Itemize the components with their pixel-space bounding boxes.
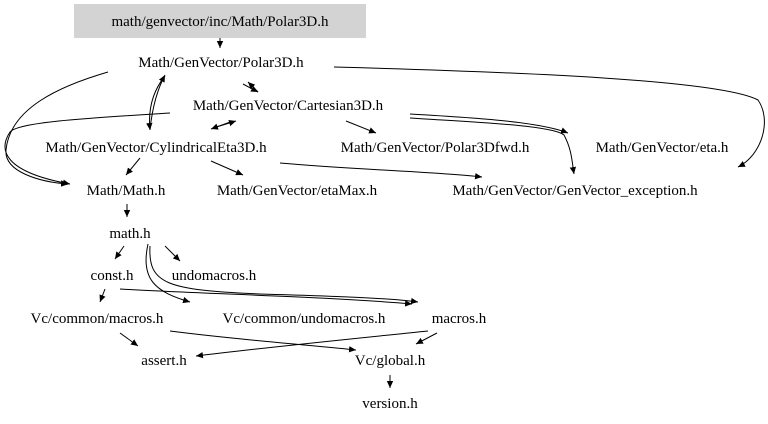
edge-cyleta3d-to-mathmath — [125, 157, 141, 176]
edge-mathh-to-undomacros — [164, 245, 181, 262]
node-layer: math/genvector/inc/Math/Polar3D.h Math/G… — [31, 4, 729, 412]
edge-cyleta3d-to-gvexception — [279, 162, 483, 180]
node-polar3dfwd[interactable]: Math/GenVector/Polar3Dfwd.h — [341, 140, 530, 156]
node-vc-common-macros[interactable]: Vc/common/macros.h — [31, 311, 164, 327]
edge-consth-to-vcmacros — [99, 288, 106, 303]
edge-consth-to-macros — [119, 288, 413, 307]
root-node-highlight — [74, 4, 366, 38]
node-macros-h[interactable]: macros.h — [432, 311, 487, 327]
edge-polar3d-to-eta — [333, 66, 765, 168]
edge-layer — [4, 38, 765, 388]
node-version-h[interactable]: version.h — [362, 396, 418, 412]
node-label: math/genvector/inc/Math/Polar3D.h — [111, 14, 329, 30]
edge-cyleta3d-to-etamax — [210, 160, 244, 176]
edge-cyleta3d-to-cartesian3d — [212, 119, 237, 129]
edge-cartesian3d-to-polar3d — [247, 81, 259, 93]
node-root[interactable]: math/genvector/inc/Math/Polar3D.h — [74, 4, 366, 38]
edge-mathh-to-macros — [149, 245, 419, 305]
node-assert-h[interactable]: assert.h — [141, 353, 187, 369]
node-polar3d[interactable]: Math/GenVector/Polar3D.h — [138, 55, 304, 71]
edge-cyleta3d-to-polar3d — [149, 74, 166, 131]
edge-cartesian3d-to-polar3dfwd — [345, 120, 377, 134]
edge-mathh-to-vcundomacros — [145, 243, 191, 304]
node-math-math[interactable]: Math/Math.h — [87, 183, 166, 199]
node-cartesian3d[interactable]: Math/GenVector/Cartesian3D.h — [193, 98, 384, 114]
edge-cartesian3d-to-gvexception — [409, 117, 577, 175]
edge-polar3d-to-cyleta3d — [146, 75, 166, 131]
edge-cartesian3d-to-eta — [409, 113, 569, 134]
edge-vcmacros-to-vcglobal — [169, 330, 357, 353]
edge-vcmacros-to-assert — [119, 332, 139, 347]
node-etamax[interactable]: Math/GenVector/etaMax.h — [217, 183, 378, 199]
edge-macros-to-assert — [195, 330, 429, 359]
node-vc-global[interactable]: Vc/global.h — [355, 353, 426, 369]
node-math-h[interactable]: math.h — [109, 226, 151, 242]
node-undomacros[interactable]: undomacros.h — [172, 268, 257, 284]
edge-macros-to-vcglobal — [415, 332, 438, 345]
node-genvector-exception[interactable]: Math/GenVector/GenVector_exception.h — [452, 183, 698, 199]
node-cylindricaleta3d[interactable]: Math/GenVector/CylindricalEta3D.h — [45, 140, 267, 156]
node-const-h[interactable]: const.h — [91, 268, 134, 284]
edge-mathh-to-consth — [114, 245, 125, 260]
node-eta[interactable]: Math/GenVector/eta.h — [596, 140, 729, 156]
edge-polar3d-to-mathmath — [5, 71, 109, 187]
node-vc-common-undomacros[interactable]: Vc/common/undomacros.h — [223, 311, 386, 327]
edge-cartesian3d-to-mathmath — [4, 112, 171, 186]
